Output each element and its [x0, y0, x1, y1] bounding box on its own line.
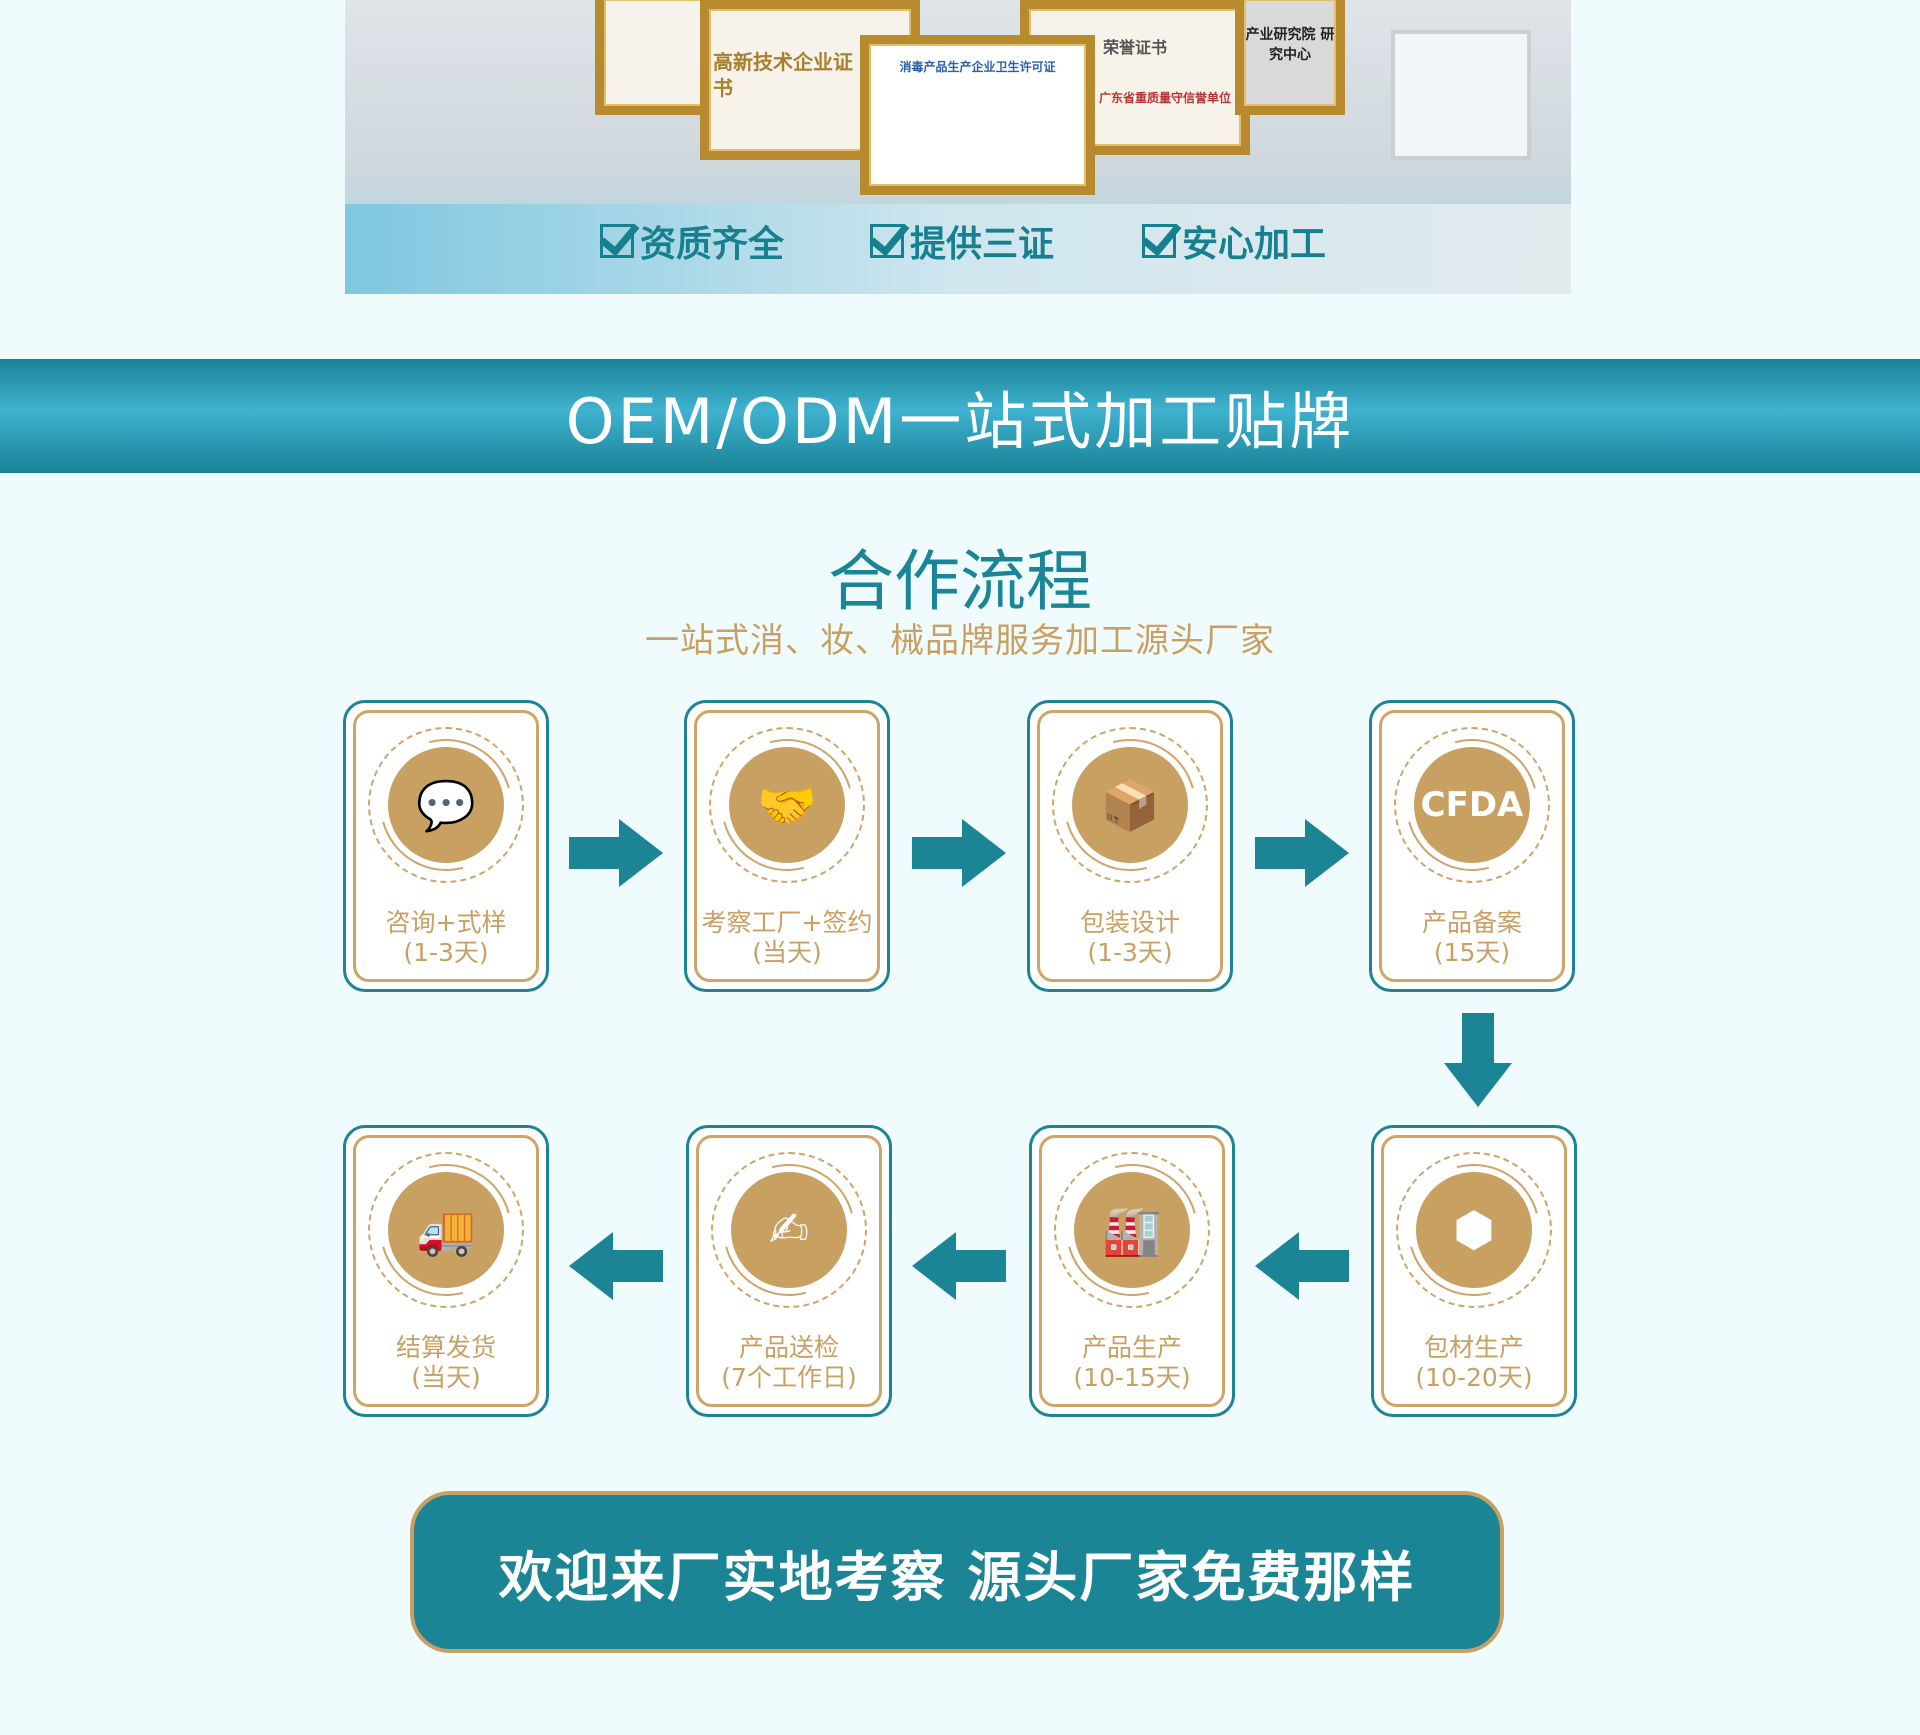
box-icon: ⬢: [1416, 1172, 1532, 1288]
step-label: 包材生产: [1423, 1333, 1524, 1362]
card-inner-border: [694, 710, 880, 982]
certificates-hero-image: 高新技术企业证书 荣誉证书广东省重质量守信誉单位 产业研究院 研究中心 消毒产品…: [345, 0, 1571, 294]
process-step-card: ⬢ 包材生产 (10-20天): [1371, 1125, 1577, 1417]
dashed-ring: [1054, 1152, 1210, 1308]
flow-arrow-icon: [1444, 1013, 1512, 1107]
cfda-icon: CFDA: [1414, 747, 1530, 863]
checkbox-icon: [600, 224, 634, 258]
flow-arrow-icon: [912, 819, 1006, 887]
checkbox-icon: [870, 224, 904, 258]
dashed-ring: [1052, 727, 1208, 883]
step-label: 产品生产: [1081, 1333, 1182, 1362]
factory-floor: [345, 204, 1571, 294]
check-item: 资质齐全: [600, 215, 784, 267]
card-inner-border: [353, 710, 539, 982]
chat-bubbles-icon: 💬: [388, 747, 504, 863]
section-banner: OEM/ODM一站式加工贴牌: [0, 359, 1920, 473]
handshake-icon: 🤝: [729, 747, 845, 863]
step-duration: (1-3天): [403, 938, 489, 967]
step-label: 包装设计: [1079, 908, 1180, 937]
dashed-ring: [1394, 727, 1550, 883]
dashed-ring: [711, 1152, 867, 1308]
dashed-ring: [1396, 1152, 1552, 1308]
flow-arrow-icon: [1255, 819, 1349, 887]
card-inner-border: [1037, 710, 1223, 982]
flow-arrow-icon: [569, 819, 663, 887]
inspection-icon: ✍: [731, 1172, 847, 1288]
step-duration: (10-20天): [1415, 1363, 1533, 1392]
step-label: 产品备案: [1421, 908, 1522, 937]
card-inner-border: [353, 1135, 539, 1407]
process-step-card: 🤝 考察工厂+签约 (当天): [684, 700, 890, 992]
visit-factory-button[interactable]: 欢迎来厂实地考察 源头厂家免费那样: [410, 1491, 1504, 1653]
flow-arrow-icon: [912, 1232, 1006, 1300]
flow-arrow-icon: [1255, 1232, 1349, 1300]
process-step-card: 🏭 产品生产 (10-15天): [1029, 1125, 1235, 1417]
step-duration: (10-15天): [1073, 1363, 1191, 1392]
dashed-ring: [709, 727, 865, 883]
step-label: 结算发货: [395, 1333, 496, 1362]
process-step-card: CFDA 产品备案 (15天): [1369, 700, 1575, 992]
step-label: 咨询+式样: [385, 908, 507, 937]
section-title: 合作流程: [828, 543, 1092, 620]
banner-title: OEM/ODM一站式加工贴牌: [565, 385, 1355, 458]
certificate-frame-main: 消毒产品生产企业卫生许可证: [860, 35, 1095, 195]
checkbox-icon: [1142, 224, 1176, 258]
dashed-ring: [368, 727, 524, 883]
card-inner-border: [1379, 710, 1565, 982]
flow-arrow-icon: [569, 1232, 663, 1300]
step-duration: (1-3天): [1087, 938, 1173, 967]
card-inner-border: [1039, 1135, 1225, 1407]
card-inner-border: [1381, 1135, 1567, 1407]
certificate-frame: [595, 0, 715, 115]
card-inner-border: [696, 1135, 882, 1407]
check-item: 安心加工: [1142, 215, 1326, 267]
certificate-frame: 产业研究院 研究中心: [1235, 0, 1345, 115]
factory-window: [1391, 30, 1531, 160]
dashed-ring: [368, 1152, 524, 1308]
step-duration: (7个工作日): [721, 1363, 857, 1392]
process-step-card: 💬 咨询+式样 (1-3天): [343, 700, 549, 992]
process-step-card: ✍ 产品送检 (7个工作日): [686, 1125, 892, 1417]
process-step-card: 📦 包装设计 (1-3天): [1027, 700, 1233, 992]
step-duration: (15天): [1433, 938, 1511, 967]
factory-icon: 🏭: [1074, 1172, 1190, 1288]
section-subtitle: 一站式消、妆、械品牌服务加工源头厂家: [645, 621, 1275, 661]
step-duration: (当天): [752, 938, 822, 967]
check-item: 提供三证: [870, 215, 1054, 267]
truck-icon: 🚚: [388, 1172, 504, 1288]
step-label: 考察工厂+签约: [701, 908, 873, 937]
step-duration: (当天): [411, 1363, 481, 1392]
process-step-card: 🚚 结算发货 (当天): [343, 1125, 549, 1417]
package-design-icon: 📦: [1072, 747, 1188, 863]
step-label: 产品送检: [738, 1333, 839, 1362]
